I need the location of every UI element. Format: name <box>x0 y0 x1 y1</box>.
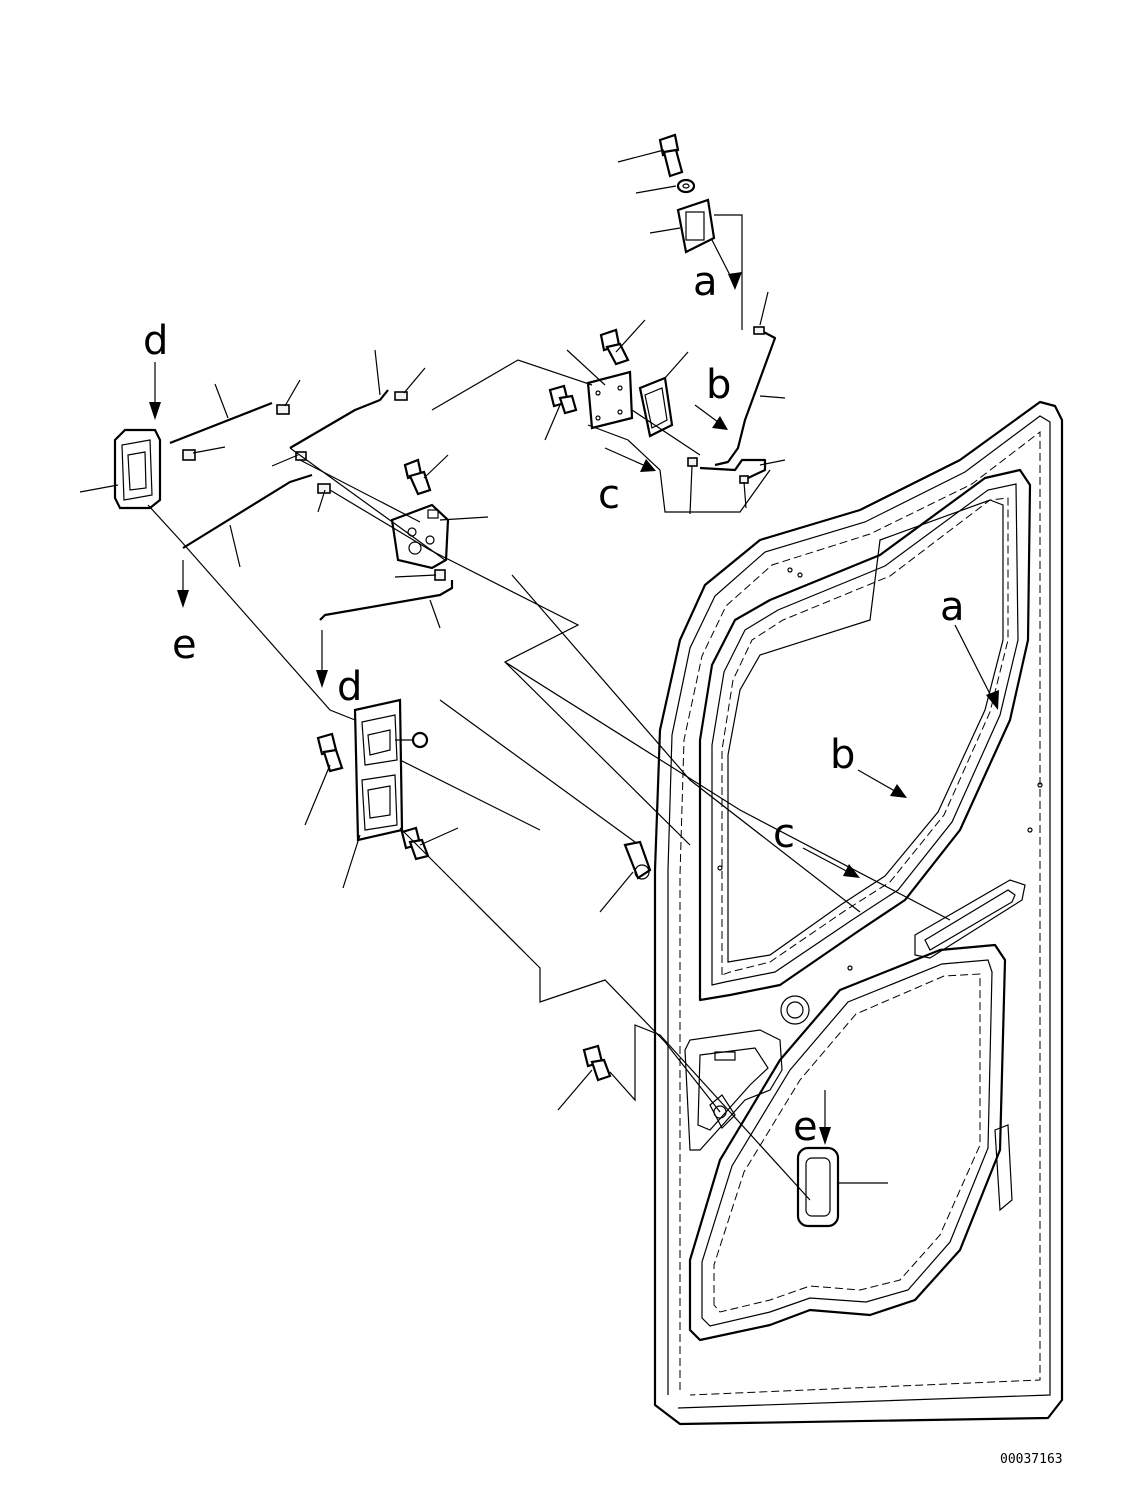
clip-2 <box>317 483 331 513</box>
rod-3 <box>182 473 313 568</box>
arrow-c-upper <box>604 447 656 472</box>
label-b-upper: b <box>706 362 731 408</box>
clip-3 <box>271 451 307 467</box>
rod-2 <box>289 349 426 449</box>
rod-1 <box>169 383 273 445</box>
arrow-a-door <box>954 624 999 710</box>
arrow-d-upper <box>149 362 161 420</box>
bolt-mid-2 <box>544 384 578 441</box>
striker-pin <box>439 699 652 913</box>
label-c-door: c <box>773 811 795 857</box>
arrow-b-upper <box>694 404 728 430</box>
rod-4 <box>319 580 454 629</box>
latch-nut <box>394 569 446 581</box>
bolt-lower-1 <box>304 732 344 826</box>
label-b-door: b <box>830 732 855 778</box>
arrow-b-door <box>857 769 907 798</box>
inner-lock-plate <box>342 698 404 889</box>
outer-door-handle <box>79 428 162 510</box>
arrow-e-door <box>819 1090 831 1145</box>
label-d-lower: d <box>337 664 362 710</box>
drawing-code: 00037163 <box>1000 1452 1063 1467</box>
bolt-lower-2 <box>400 826 459 861</box>
arrow-d-lower <box>316 630 328 688</box>
lock-housing <box>638 351 689 438</box>
clip-1 <box>276 379 301 415</box>
door-panel <box>653 400 1064 1426</box>
label-e-door: e <box>793 1104 818 1150</box>
label-a-door: a <box>940 584 965 630</box>
clip-4 <box>182 446 226 461</box>
lock-rod-upper <box>714 291 786 467</box>
lock-knob <box>395 731 429 749</box>
bolt-top <box>617 133 684 178</box>
lock-cover-plate <box>566 349 634 430</box>
washer-top <box>635 178 696 194</box>
bolt-mid-1 <box>599 319 646 366</box>
arrow-e-left <box>177 560 189 608</box>
bolt-latch <box>403 454 449 496</box>
label-a-upper: a <box>693 259 718 305</box>
inner-handle-cover <box>796 1146 888 1228</box>
label-d-upper: d <box>143 318 168 364</box>
label-e-left: e <box>172 622 197 668</box>
arrow-c-door <box>802 847 860 878</box>
striker-bracket-a <box>649 198 743 330</box>
arrow-a-upper <box>711 239 742 290</box>
label-c-upper: c <box>598 472 620 518</box>
lock-rod-link <box>687 457 786 515</box>
bolt-bottom <box>557 1024 811 1201</box>
